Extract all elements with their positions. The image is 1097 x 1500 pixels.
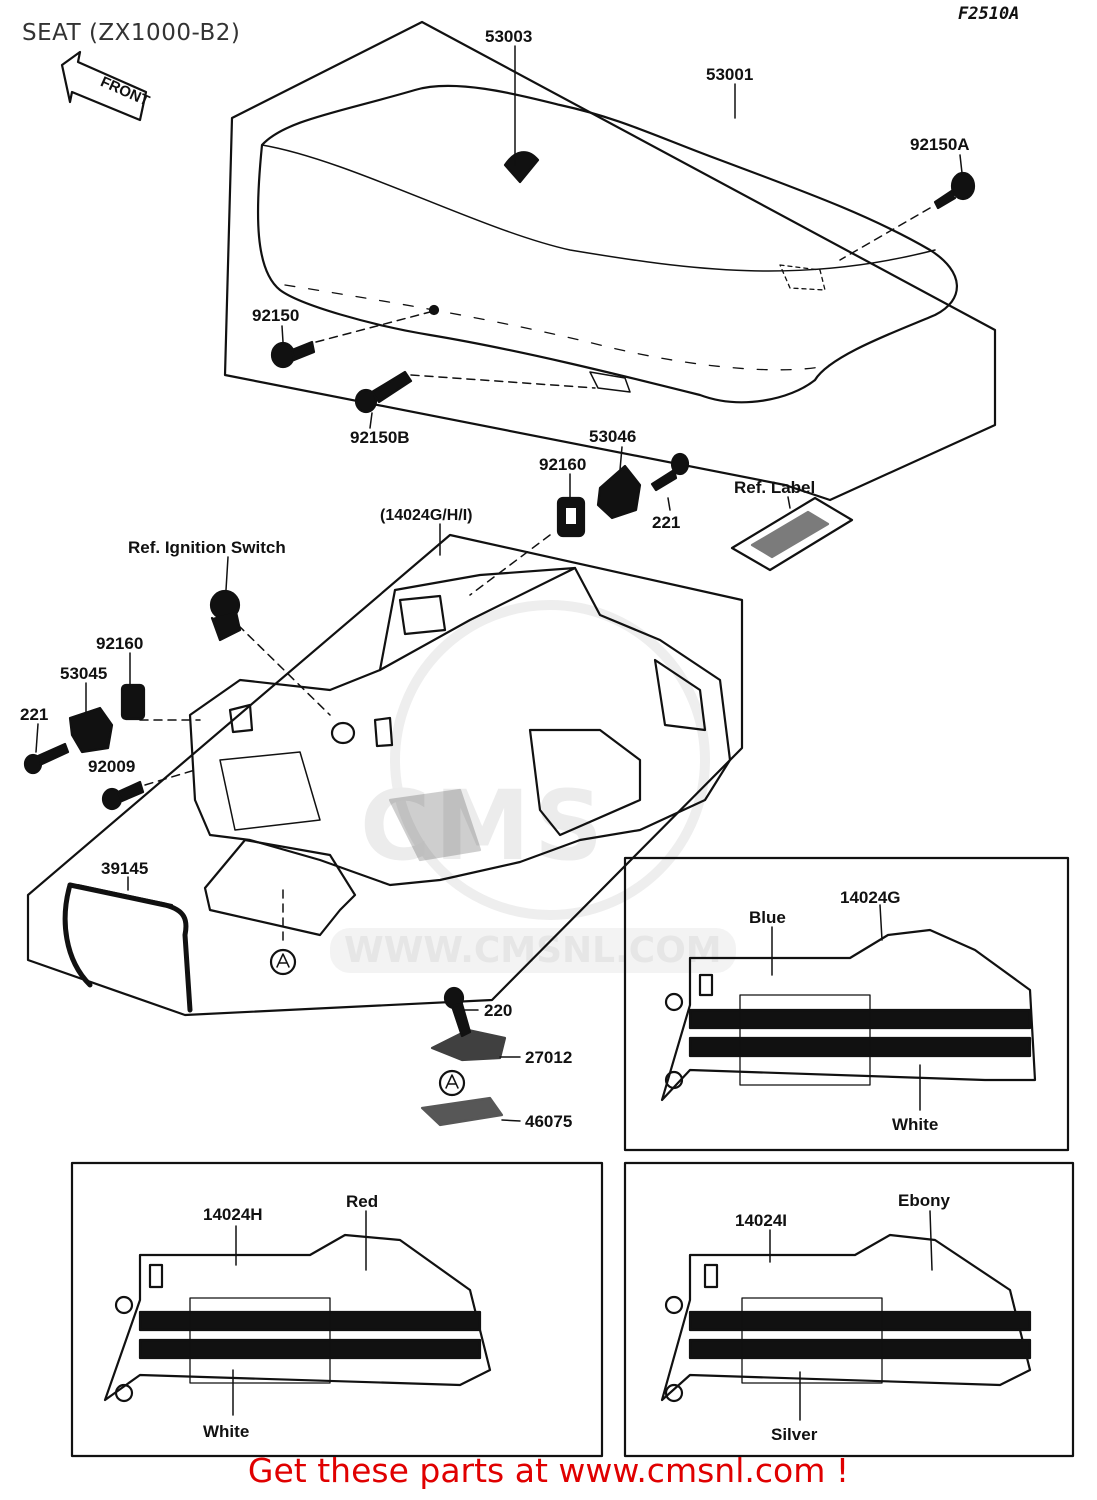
reference-marker-a-bottom — [438, 1069, 466, 1097]
panel-h-part-label: 14024H — [203, 1205, 263, 1224]
tail-cover-icon — [188, 566, 732, 937]
callout-92160-top: 92160 — [539, 455, 586, 474]
callout-27012: 27012 — [525, 1048, 572, 1067]
watermark-url: WWW.CMSNL.COM — [330, 928, 736, 973]
panel-i-bottom-color: Silver — [771, 1425, 818, 1444]
callout-53045: 53045 — [60, 664, 107, 683]
seat-icon — [256, 84, 958, 404]
front-arrow-icon — [60, 50, 148, 122]
detail-panel-14024i — [623, 1161, 1075, 1458]
watermark-emblem — [390, 600, 710, 920]
detail-panel-14024h — [70, 1161, 604, 1458]
diagram-code: F2510A — [958, 4, 1020, 24]
bolt-92009-icon — [101, 780, 145, 811]
callout-221-top: 221 — [652, 513, 680, 532]
pin-92150-icon — [270, 340, 316, 369]
plate-46075-icon — [420, 1096, 504, 1127]
bracket-53046-icon — [596, 464, 642, 520]
panel-g-bottom-color: White — [892, 1115, 938, 1134]
panel-i-top-color: Ebony — [898, 1191, 950, 1210]
callout-92150: 92150 — [252, 306, 299, 325]
screw-221-top-icon — [650, 452, 690, 492]
bolt-92150a-icon — [933, 171, 976, 210]
panel-h-bottom-color: White — [203, 1422, 249, 1441]
callout-ref-label: Ref. Label — [734, 478, 815, 497]
callout-92150b: 92150B — [350, 428, 410, 447]
callout-92160-left: 92160 — [96, 634, 143, 653]
panel-i-part-label: 14024I — [735, 1211, 787, 1230]
callout-53046: 53046 — [589, 427, 636, 446]
reference-marker-a-top — [269, 948, 297, 976]
strap-39145-icon — [62, 882, 193, 1013]
callout-220: 220 — [484, 1001, 512, 1020]
callout-39145: 39145 — [101, 859, 148, 878]
detail-panel-14024g — [623, 856, 1070, 1152]
callout-46075: 46075 — [525, 1112, 572, 1131]
callout-92009: 92009 — [88, 757, 135, 776]
hook-27012-icon — [430, 1028, 507, 1062]
seat-group-outline — [223, 20, 997, 502]
bolt-92150b-icon — [354, 370, 413, 414]
panel-g-top-color: Blue — [749, 908, 786, 927]
bolt-220-icon — [443, 986, 472, 1038]
panel-h-top-color: Red — [346, 1192, 378, 1211]
callout-14024ghi: (14024G/H/I) — [380, 507, 472, 524]
ignition-switch-icon — [209, 589, 242, 642]
callout-ref-ignition-switch: Ref. Ignition Switch — [128, 538, 286, 557]
footer-cta-link[interactable]: Get these parts at www.cmsnl.com ! — [247, 1451, 850, 1490]
callout-53001: 53001 — [706, 65, 753, 84]
page-title: SEAT (ZX1000-B2) — [22, 20, 241, 46]
watermark-brand: CMS — [360, 770, 608, 882]
rubber-92160-left-icon — [120, 683, 146, 721]
screw-221-left-icon — [23, 742, 70, 775]
callout-53003: 53003 — [485, 27, 532, 46]
tail-cover-group-outline — [26, 533, 744, 1017]
bracket-53045-left-icon — [68, 706, 114, 754]
panel-g-part-label: 14024G — [840, 888, 901, 907]
ref-label-icon — [730, 496, 854, 572]
callout-92150a: 92150A — [910, 135, 970, 154]
callout-221-left: 221 — [20, 705, 48, 724]
